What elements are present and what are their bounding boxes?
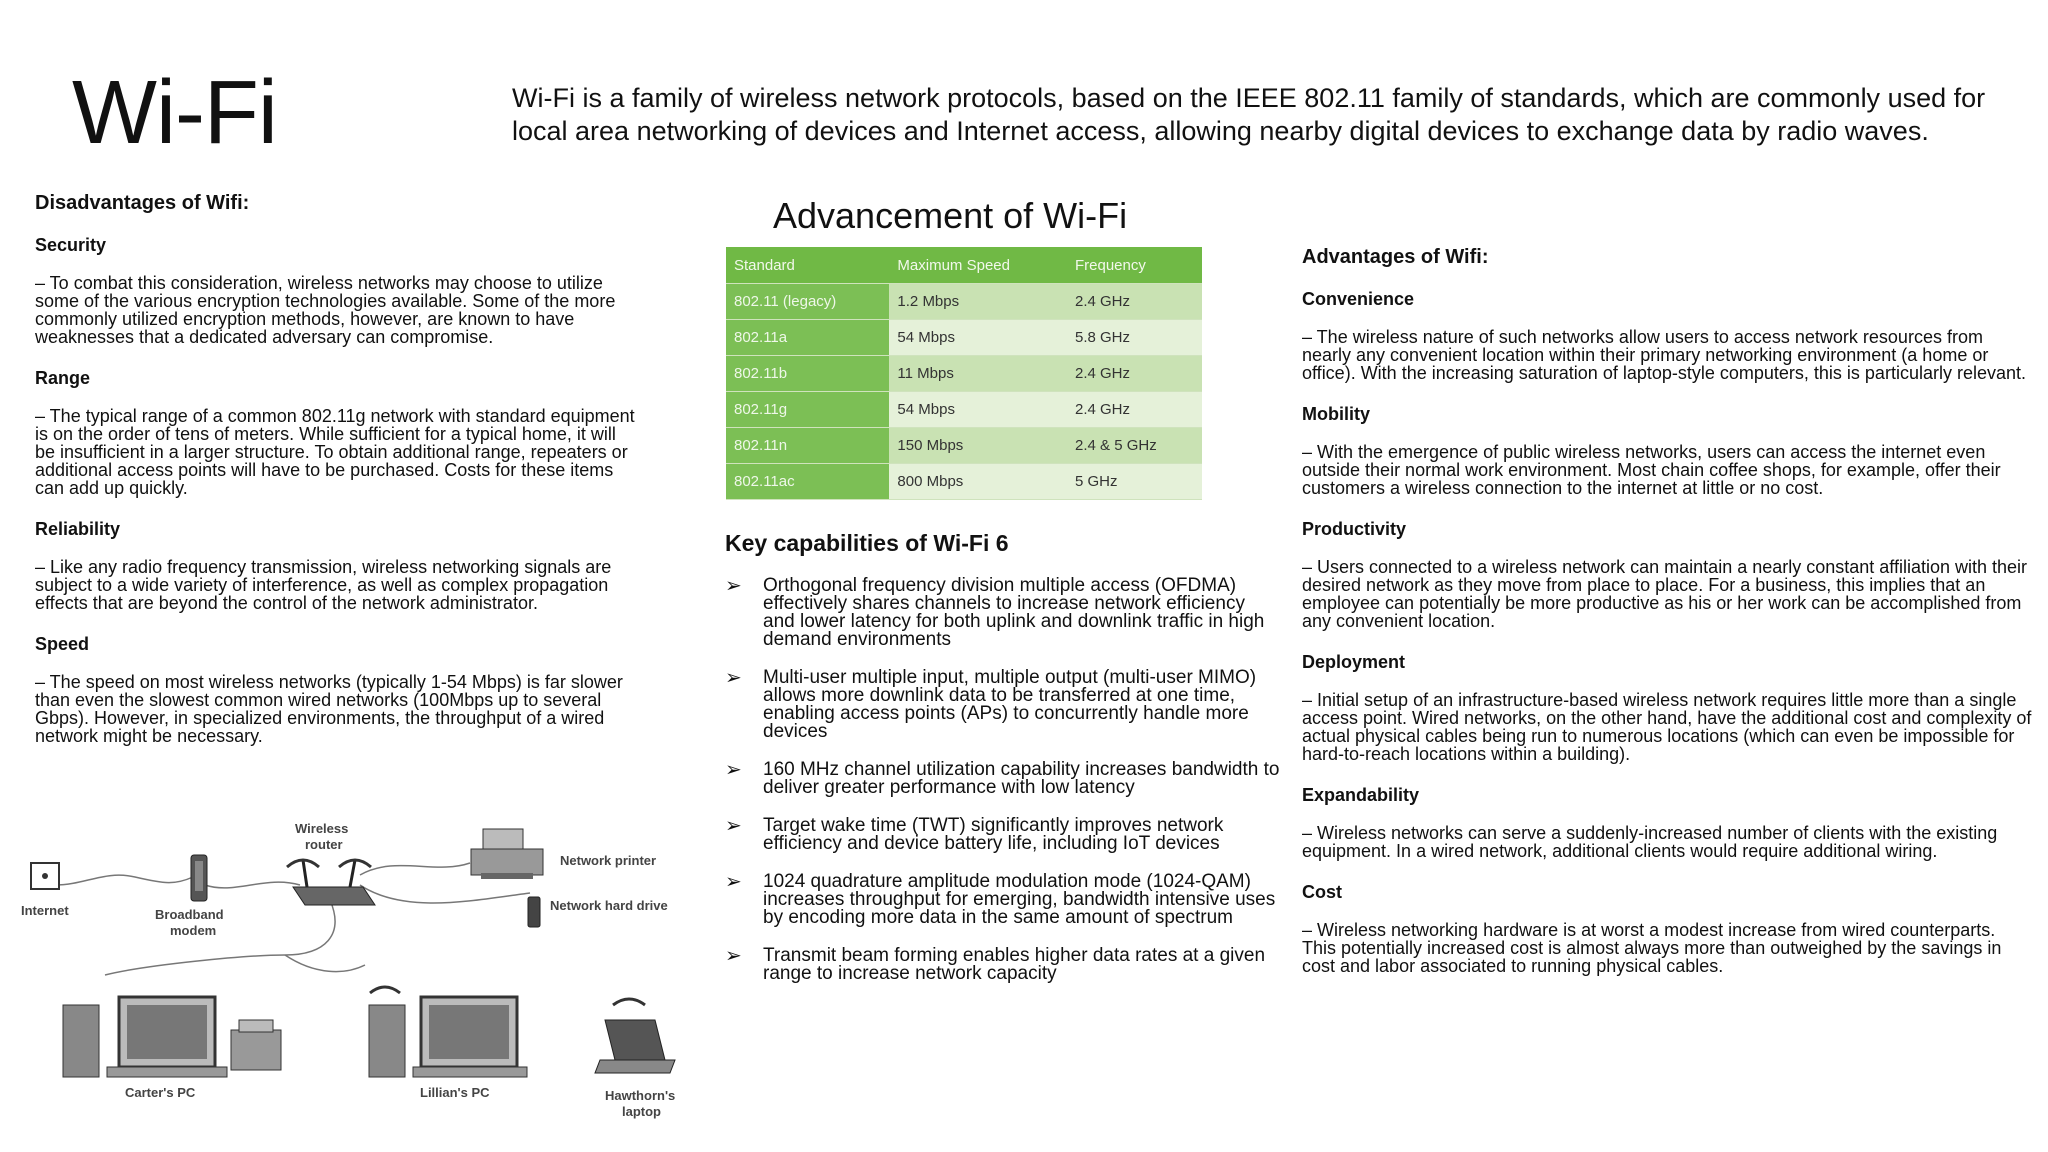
disadvantage-title-range: Range — [35, 368, 91, 388]
laptop-label-line1: Hawthorn's — [605, 1088, 675, 1103]
printer-icon — [470, 828, 544, 879]
network-diagram: Internet Broadband modem Wireless router… — [21, 821, 676, 1119]
capability-text: 160 MHz channel utilization capability i… — [763, 759, 1280, 798]
advantage-title-cost: Cost — [1302, 882, 1342, 902]
cell-speed: 800 Mbps — [889, 463, 1067, 500]
disadvantage-title-security: Security — [35, 235, 107, 255]
capability-text: Target wake time (TWT) significantly imp… — [763, 815, 1224, 854]
capability-text: 1024 quadrature amplitude modulation mod… — [763, 871, 1276, 928]
modem-label-line2: modem — [170, 923, 216, 938]
disadvantages-heading: Disadvantages of Wifi: — [35, 192, 250, 214]
cell-standard: 802.11n — [726, 427, 890, 464]
disadvantage-text-speed: – The speed on most wireless networks (t… — [35, 672, 623, 746]
list-item: ➢ Orthogonal frequency division multiple… — [725, 575, 1280, 650]
cell-speed: 1.2 Mbps — [889, 283, 1067, 320]
cell-frequency: 5 GHz — [1067, 463, 1202, 500]
list-item: ➢ Transmit beam forming enables higher d… — [725, 945, 1280, 984]
cell-standard: 802.11ac — [726, 463, 890, 500]
desktop-pc-icon — [368, 985, 528, 1078]
advantage-text-convenience: – The wireless nature of such networks a… — [1302, 327, 2026, 383]
advancement-title: Advancement of Wi-Fi — [773, 195, 1128, 236]
cell-standard: 802.11a — [726, 319, 890, 356]
capabilities-section: Key capabilities of Wi-Fi 6 ➢ Orthogonal… — [725, 530, 1280, 1003]
cell-frequency: 2.4 GHz — [1067, 355, 1202, 392]
advantage-title-deployment: Deployment — [1302, 652, 1406, 672]
table-row: 802.11g 54 Mbps 2.4 GHz — [726, 391, 1202, 428]
arrow-bullet-icon: ➢ — [725, 759, 742, 781]
cell-speed: 11 Mbps — [889, 355, 1067, 392]
cell-frequency: 2.4 GHz — [1067, 391, 1202, 428]
arrow-bullet-icon: ➢ — [725, 815, 742, 837]
list-item: ➢ Multi-user multiple input, multiple ou… — [725, 667, 1280, 742]
cell-speed: 54 Mbps — [889, 391, 1067, 428]
advantage-text-mobility: – With the emergence of public wireless … — [1302, 442, 2001, 498]
advantage-title-mobility: Mobility — [1302, 404, 1370, 424]
table-row: 802.11ac 800 Mbps 5 GHz — [726, 463, 1202, 500]
list-item: ➢ 160 MHz channel utilization capability… — [725, 759, 1280, 798]
disadvantage-text-range: – The typical range of a common 802.11g … — [35, 406, 635, 498]
header-frequency: Frequency — [1067, 247, 1202, 284]
advantage-text-productivity: – Users connected to a wireless network … — [1302, 557, 2028, 631]
capability-text: Multi-user multiple input, multiple outp… — [763, 667, 1257, 742]
disadvantage-text-reliability: – Like any radio frequency transmission,… — [35, 557, 612, 613]
advantage-text-expandability: – Wireless networks can serve a suddenly… — [1302, 823, 1998, 861]
wifi-standards-table: Standard Maximum Speed Frequency 802.11 … — [726, 247, 1202, 500]
advantage-text-cost: – Wireless networking hardware is at wor… — [1302, 920, 2002, 976]
arrow-bullet-icon: ➢ — [725, 871, 742, 893]
capabilities-title: Key capabilities of Wi-Fi 6 — [725, 530, 1009, 556]
advantage-title-expandability: Expandability — [1302, 785, 1420, 805]
cell-standard: 802.11 (legacy) — [726, 283, 890, 320]
cell-speed: 54 Mbps — [889, 319, 1067, 356]
header-standard: Standard — [726, 247, 890, 284]
cell-frequency: 5.8 GHz — [1067, 319, 1202, 356]
arrow-bullet-icon: ➢ — [725, 575, 742, 597]
intro-paragraph: Wi-Fi is a family of wireless network pr… — [512, 83, 1986, 146]
capability-text: Transmit beam forming enables higher dat… — [763, 945, 1266, 984]
table-header-row: Standard Maximum Speed Frequency — [726, 247, 1202, 284]
modem-icon — [190, 854, 208, 902]
table-row: 802.11b 11 Mbps 2.4 GHz — [726, 355, 1202, 392]
arrow-bullet-icon: ➢ — [725, 945, 742, 967]
advantages-heading: Advantages of Wifi: — [1302, 246, 1489, 268]
advantages-column: Advantages of Wifi: Convenience – The wi… — [1302, 246, 2032, 975]
laptop-icon — [594, 997, 676, 1074]
cell-standard: 802.11b — [726, 355, 890, 392]
pc2-label: Lillian's PC — [420, 1085, 490, 1100]
laptop-label-line2: laptop — [622, 1104, 661, 1119]
disadvantage-text-security: – To combat this consideration, wireless… — [35, 273, 616, 347]
cell-frequency: 2.4 & 5 GHz — [1067, 427, 1202, 464]
list-item: ➢ Target wake time (TWT) significantly i… — [725, 815, 1280, 854]
modem-label-line1: Broadband — [155, 907, 224, 922]
desktop-pc-icon — [62, 995, 282, 1078]
table-row: 802.11a 54 Mbps 5.8 GHz — [726, 319, 1202, 356]
disadvantage-title-speed: Speed — [35, 634, 90, 654]
disadvantages-column: Disadvantages of Wifi: Security – To com… — [35, 192, 635, 745]
page-title: Wi-Fi — [72, 63, 278, 163]
advantage-title-convenience: Convenience — [1302, 289, 1415, 309]
arrow-bullet-icon: ➢ — [725, 667, 742, 689]
table-row: 802.11n 150 Mbps 2.4 & 5 GHz — [726, 427, 1202, 464]
internet-icon — [30, 862, 60, 890]
disadvantage-title-reliability: Reliability — [35, 519, 121, 539]
hard-drive-label: Network hard drive — [550, 898, 668, 913]
router-label-line2: router — [305, 837, 343, 852]
cell-standard: 802.11g — [726, 391, 890, 428]
printer-label: Network printer — [560, 853, 656, 868]
table-row: 802.11 (legacy) 1.2 Mbps 2.4 GHz — [726, 283, 1202, 320]
header-max-speed: Maximum Speed — [889, 247, 1067, 284]
hard-drive-icon — [527, 896, 541, 928]
advantage-title-productivity: Productivity — [1302, 519, 1407, 539]
list-item: ➢ 1024 quadrature amplitude modulation m… — [725, 871, 1280, 928]
advantage-text-deployment: – Initial setup of an infrastructure-bas… — [1302, 690, 2032, 764]
cell-speed: 150 Mbps — [889, 427, 1067, 464]
capability-text: Orthogonal frequency division multiple a… — [763, 575, 1265, 650]
router-icon — [286, 858, 376, 906]
router-label-line1: Wireless — [295, 821, 348, 836]
internet-label: Internet — [21, 903, 69, 918]
cell-frequency: 2.4 GHz — [1067, 283, 1202, 320]
pc1-label: Carter's PC — [125, 1085, 196, 1100]
